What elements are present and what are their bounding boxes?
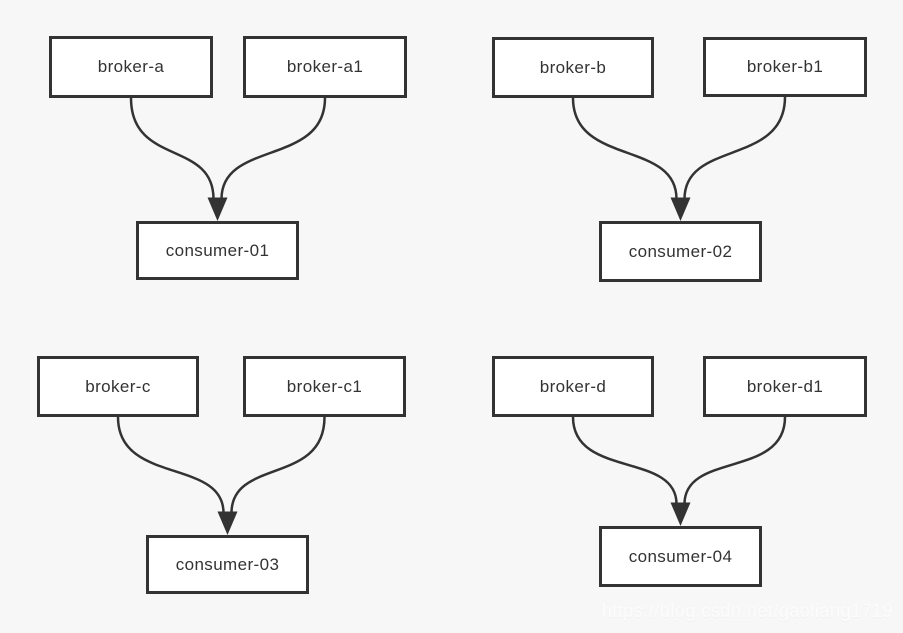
arrowhead-consumer-03	[217, 511, 238, 535]
edge-broker-d-consumer-04	[571, 415, 678, 506]
node-broker-b: broker-b	[492, 37, 654, 98]
edge-broker-c-consumer-03	[116, 415, 225, 515]
node-broker-d: broker-d	[492, 356, 654, 417]
node-consumer-04: consumer-04	[599, 526, 762, 587]
arrowhead-consumer-02	[670, 197, 691, 221]
node-broker-a: broker-a	[49, 36, 213, 98]
edge-broker-b-consumer-02	[571, 96, 678, 201]
edge-broker-d1-consumer-04	[683, 415, 787, 506]
edge-broker-c1-consumer-03	[230, 415, 326, 515]
node-broker-d1: broker-d1	[703, 356, 867, 417]
node-broker-b1: broker-b1	[703, 37, 867, 97]
edge-broker-a-consumer-01	[129, 96, 215, 201]
arrowhead-consumer-01	[207, 197, 228, 221]
node-consumer-03: consumer-03	[146, 535, 309, 594]
edge-broker-a1-consumer-01	[220, 96, 327, 201]
node-consumer-01: consumer-01	[136, 221, 299, 280]
arrowhead-consumer-04	[670, 502, 691, 526]
node-broker-c1: broker-c1	[243, 356, 406, 417]
edge-broker-b1-consumer-02	[683, 95, 787, 201]
node-broker-a1: broker-a1	[243, 36, 407, 98]
node-consumer-02: consumer-02	[599, 221, 762, 282]
watermark: https://blog.csdn.net/gaoliang1719	[601, 601, 893, 621]
node-broker-c: broker-c	[37, 356, 199, 417]
